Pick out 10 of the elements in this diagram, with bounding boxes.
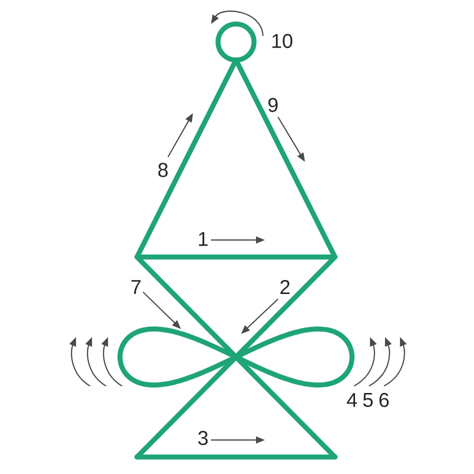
step-number: 2 [280,280,290,294]
step-number: 8 [158,162,168,178]
step-number: 10 [272,34,292,48]
step-number: 9 [268,98,278,112]
step-number: 5 [363,393,373,407]
step-number: 3 [198,430,208,446]
step-number: 4 [346,393,357,407]
step-number: 6 [379,392,389,408]
step-number: 1 [198,232,208,246]
step-number: 7 [131,280,141,294]
